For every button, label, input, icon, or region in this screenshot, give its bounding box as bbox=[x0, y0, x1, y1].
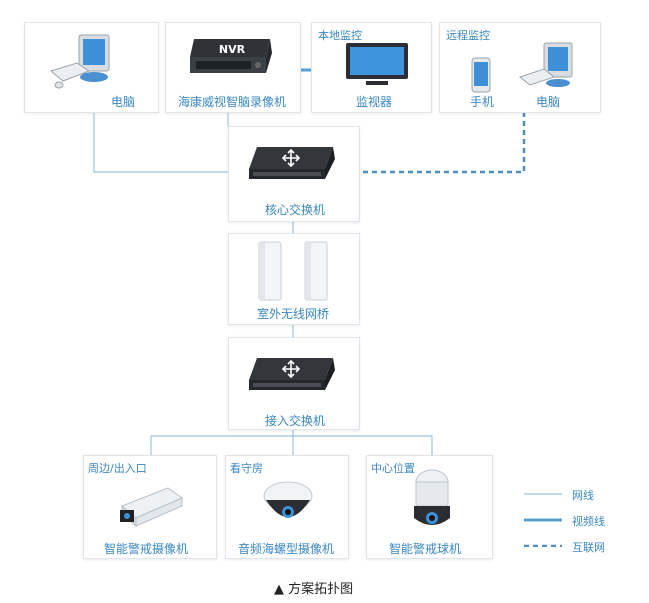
wireless-bridge-node: 室外无线网桥 bbox=[228, 233, 360, 325]
legend-swatches bbox=[524, 493, 562, 547]
pc-label: 电脑 bbox=[111, 95, 136, 109]
dome-camera-icon bbox=[263, 481, 313, 518]
camera-node-perimeter: 周边/出入口 智能警戒摄像机 bbox=[83, 455, 217, 559]
camera-center-label: 智能警戒球机 bbox=[389, 542, 462, 556]
camera-guardroom-label: 音频海螺型摄像机 bbox=[238, 542, 335, 556]
camera-perimeter-title: 周边/出入口 bbox=[88, 462, 147, 475]
remote-monitor-title: 远程监控 bbox=[446, 29, 490, 42]
monitor-screen-icon bbox=[346, 43, 408, 85]
local-monitor-node: 本地监控 监视器 bbox=[311, 22, 432, 113]
camera-node-center: 中心位置 智能警戒球机 bbox=[366, 455, 493, 559]
legend-internet-label: 互联网 bbox=[572, 541, 605, 554]
camera-node-guardroom: 看守房 音频海螺型摄像机 bbox=[225, 455, 349, 559]
remote-monitor-node: 远程监控 手机 电脑 bbox=[439, 22, 601, 113]
local-monitor-title: 本地监控 bbox=[318, 29, 362, 42]
nvr-node: NVR 海康威视智脑录像机 bbox=[165, 22, 301, 113]
nvr-badge: NVR bbox=[219, 43, 246, 56]
pc-node: 电脑 bbox=[24, 22, 159, 113]
wireless-bridge-icon bbox=[258, 241, 328, 301]
ptz-dome-camera-icon bbox=[414, 469, 450, 525]
nvr-recorder-icon: NVR bbox=[190, 39, 272, 73]
core-switch-node: 核心交换机 bbox=[228, 126, 360, 222]
figure-caption: ▲ 方案拓扑图 bbox=[274, 582, 354, 597]
access-switch-label: 接入交换机 bbox=[265, 414, 326, 428]
nvr-label: 海康威视智脑录像机 bbox=[178, 95, 287, 109]
desktop-computer-icon bbox=[49, 34, 110, 89]
camera-perimeter-label: 智能警戒摄像机 bbox=[104, 542, 189, 556]
access-camera-bus bbox=[150, 435, 433, 455]
legend-network-label: 网线 bbox=[572, 489, 594, 502]
remote-pc-label: 电脑 bbox=[536, 95, 561, 109]
legend-video-label: 视频线 bbox=[572, 515, 605, 528]
smartphone-icon bbox=[471, 57, 491, 93]
pc-network-line bbox=[93, 112, 229, 173]
wireless-bridge-label: 室外无线网桥 bbox=[257, 307, 330, 321]
internet-line bbox=[360, 112, 526, 174]
monitor-label: 监视器 bbox=[356, 95, 393, 109]
core-switch-label: 核心交换机 bbox=[265, 203, 326, 217]
access-switch-node: 接入交换机 bbox=[228, 337, 360, 430]
remote-phone-label: 手机 bbox=[470, 95, 495, 109]
remote-computer-icon bbox=[518, 42, 573, 87]
network-switch-icon bbox=[249, 147, 335, 179]
camera-guardroom-title: 看守房 bbox=[230, 462, 263, 475]
bullet-camera-icon bbox=[120, 487, 184, 528]
camera-center-title: 中心位置 bbox=[371, 462, 415, 475]
access-switch-icon bbox=[249, 358, 335, 390]
